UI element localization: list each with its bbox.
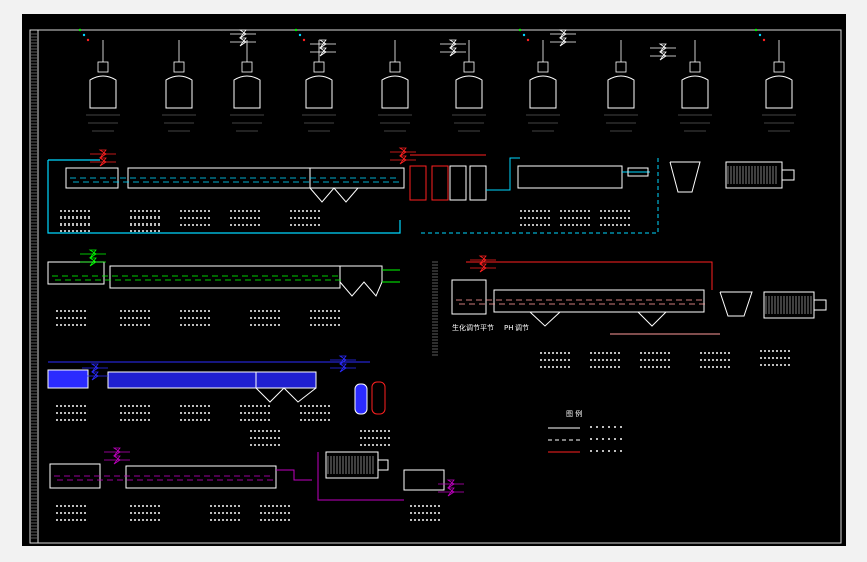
legend-labels [590, 426, 622, 452]
blue-treatment-line [47, 361, 386, 415]
filter-press-plates [327, 456, 374, 474]
tank-icon [517, 165, 623, 189]
sedimentation-hopper [719, 291, 753, 317]
water-waves [456, 299, 705, 305]
hopper-bottom [255, 387, 317, 403]
label-ph: PH [504, 324, 514, 332]
tank-icon [255, 371, 317, 389]
ph-scale-strip [432, 261, 438, 356]
legend-title: 图 例 [566, 409, 582, 418]
tank-icon [125, 465, 277, 489]
water-waves [70, 177, 399, 183]
tank-icon [305, 75, 333, 109]
reactor-icon [371, 381, 386, 415]
tank-icon [107, 371, 257, 389]
outer-frame [29, 29, 842, 544]
hopper-bottom [309, 187, 359, 203]
sedimentation-hopper [669, 161, 701, 193]
tank-icon [65, 167, 119, 189]
label-left-stage: 生化调节平节 [452, 323, 494, 332]
tank-icon [455, 75, 483, 109]
reactor-icon [409, 165, 427, 201]
tank-icon [681, 75, 709, 109]
tank-icon [109, 265, 341, 289]
equipment-labels [56, 210, 790, 521]
tank-icon [165, 75, 193, 109]
left-scale-strip [31, 33, 37, 539]
tank-icon [403, 469, 445, 491]
reactor-icon [354, 383, 368, 415]
tank-icon [493, 289, 705, 313]
reactor-icon [449, 165, 467, 201]
tank-icon [607, 75, 635, 109]
reactor-icon [469, 165, 487, 201]
pump-icon [627, 167, 649, 177]
legend: 图 例 [548, 409, 622, 453]
tank-icon [47, 261, 105, 285]
green-treatment-line [47, 261, 400, 297]
main-treatment-line [47, 154, 795, 234]
tank-icon [233, 75, 261, 109]
tank-icon [381, 75, 409, 109]
tank-icon [47, 369, 89, 389]
tank-icon [451, 279, 487, 315]
valve-clusters [80, 29, 676, 497]
filter-press-plates [727, 166, 777, 184]
hopper-bottom [339, 281, 383, 297]
chemical-storage-tank-row [78, 28, 796, 132]
label-ph-suffix: 调节 [515, 323, 529, 332]
water-waves [54, 475, 273, 481]
pink-treatment-line: 生化调节平节 PH 调节 [451, 261, 827, 335]
tank-icon [765, 75, 793, 109]
tank-icon [529, 75, 557, 109]
magenta-treatment-line [49, 451, 445, 501]
filter-press-plates [765, 296, 812, 314]
tank-icon [89, 75, 117, 109]
water-waves [52, 275, 341, 281]
reactor-icon [431, 165, 449, 201]
